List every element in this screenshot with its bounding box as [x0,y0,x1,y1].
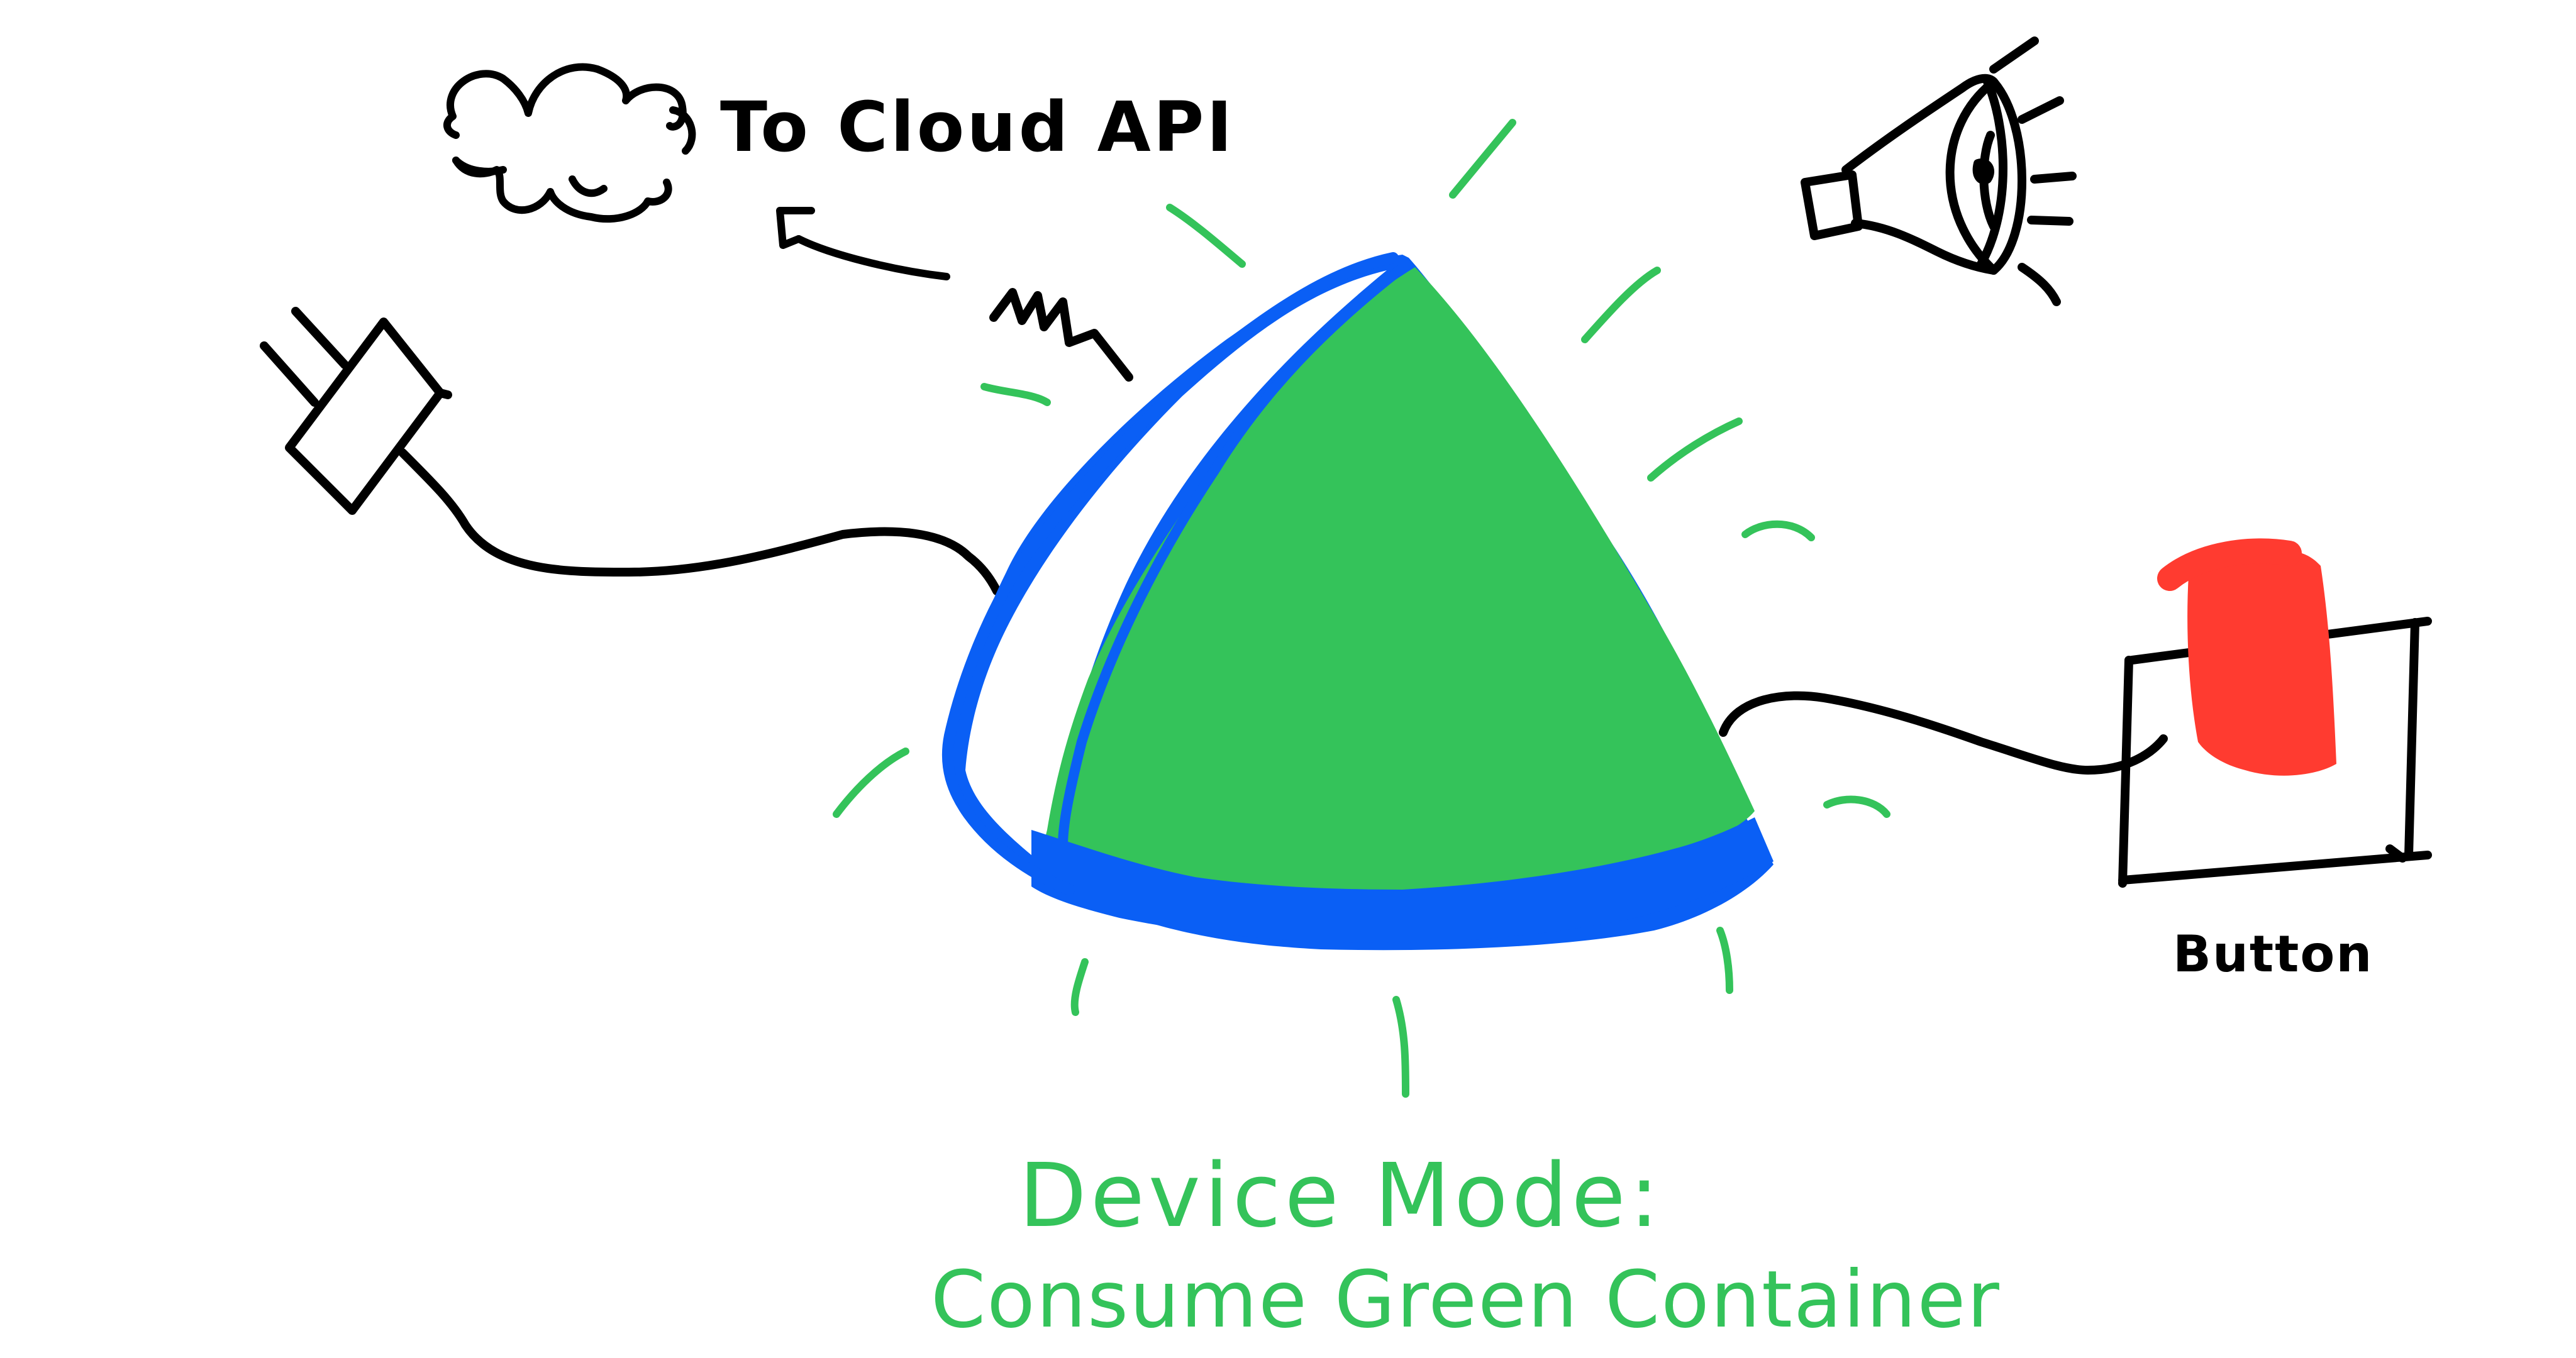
device-mode-title: Device Mode: [1019,1145,1663,1247]
button-label: Button [2173,925,2373,983]
plug-icon [260,307,1001,595]
glow-rays [833,119,1890,1098]
signal-squiggle-icon [989,288,1133,382]
cloud-label: To Cloud API [720,87,1235,167]
cloud-arrow [776,207,950,280]
device-mode-value: Consume Green Container [931,1254,2001,1345]
cloud-icon [443,63,696,223]
red-push-button-icon [2118,538,2432,888]
megaphone-icon [1801,36,2077,306]
triangle-device-icon [941,252,1774,951]
button-cord [1719,691,2168,775]
